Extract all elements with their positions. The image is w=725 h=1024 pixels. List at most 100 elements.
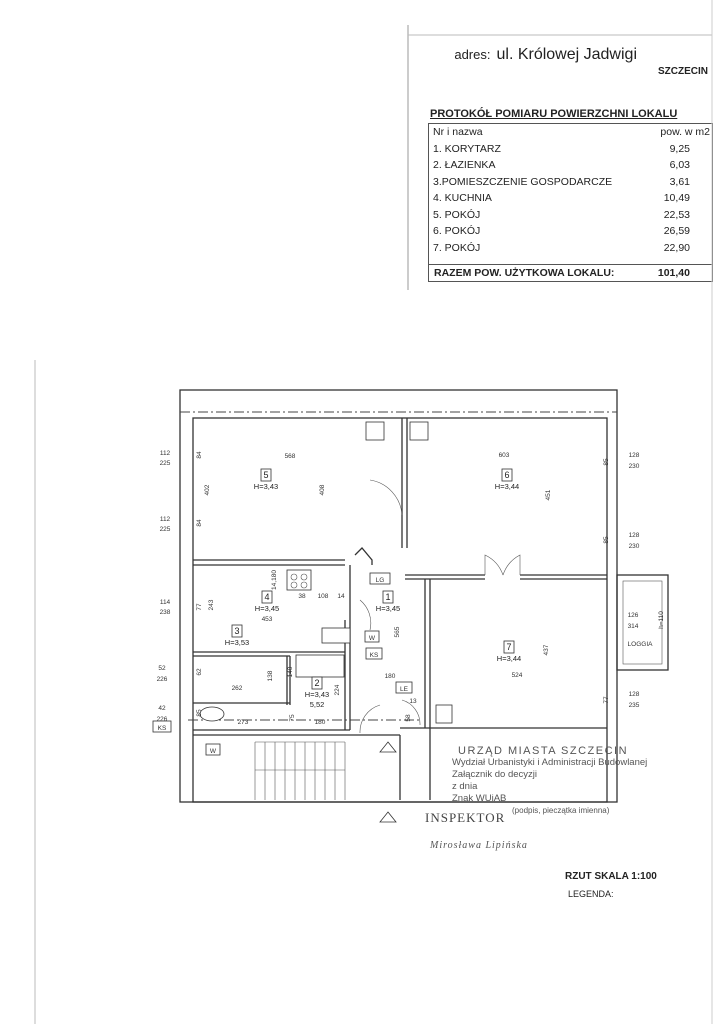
plan-label: 126: [628, 612, 639, 619]
plan-label: KS: [370, 652, 379, 659]
room-name: 5. POKÓJ: [433, 208, 481, 221]
vent-icon: [435, 704, 453, 724]
plan-label: 273: [238, 719, 249, 726]
plan-label: W: [210, 748, 217, 755]
room-area: 22,53: [663, 208, 690, 221]
loggia-inner: [622, 580, 663, 665]
plan-label: LG: [376, 577, 385, 584]
plan-label: 1: [385, 592, 390, 602]
plan-label: 85: [603, 458, 610, 466]
vent-icon: [409, 421, 429, 441]
table-row: 3.POMIESZCZENIE GOSPODARCZE 3,61: [429, 174, 712, 191]
plan-label: h=110: [658, 611, 665, 629]
scale-label: RZUT SKALA 1:100: [565, 871, 657, 882]
plan-label: 75: [289, 714, 296, 722]
plan-label: 524: [512, 672, 523, 679]
plan-label: 7: [506, 642, 511, 652]
bathtub-icon: [295, 654, 345, 678]
room-area: 6,03: [669, 159, 690, 171]
label-box: [369, 572, 391, 585]
plan-label: 4: [264, 592, 269, 602]
table-row: 7. POKÓJ 22,90: [429, 240, 712, 257]
room-area: 26,59: [663, 225, 690, 237]
plan-label: 451: [545, 489, 552, 500]
triangle-marker: [379, 811, 397, 823]
room-name: 7. POKÓJ: [433, 241, 481, 254]
plan-label: H=3,44: [495, 482, 519, 491]
plan-label: 85: [196, 709, 203, 717]
interior-walls: [193, 418, 607, 800]
plan-label: H=3,43: [254, 482, 278, 491]
plan-label: 62: [196, 668, 203, 676]
plan-label: 6: [504, 470, 509, 480]
plan-label: 226: [157, 676, 168, 683]
vent-icon: [365, 421, 385, 441]
plan-label: 408: [319, 484, 326, 495]
loggia-wall: [616, 574, 669, 671]
plan-label: 262: [232, 685, 243, 692]
label-box: [261, 590, 273, 604]
label-box: [501, 468, 513, 482]
inspector-name: Mirosława Lipińska: [430, 840, 528, 851]
plan-label: 224: [334, 684, 341, 695]
plan-label: 112: [160, 450, 171, 457]
label-box: [205, 743, 221, 756]
room-name: 4. KUCHNIA: [433, 192, 492, 204]
stamp: URZĄD MIASTA SZCZECIN Wydział Urbanistyk…: [452, 745, 648, 815]
table-total: RAZEM POW. UŻYTKOWA LOKALU:101,40: [428, 264, 713, 282]
table-row: 5. POKÓJ 22,53: [429, 207, 712, 224]
plan-label: KS: [158, 725, 167, 732]
label-box: [382, 590, 394, 604]
label-box: [311, 676, 323, 690]
plan-label: 84: [196, 451, 203, 459]
plan-label: 402: [204, 484, 211, 495]
room-name: 2. ŁAZIENKA: [433, 159, 496, 171]
plan-label: 180: [385, 673, 396, 680]
stove-icon: [286, 569, 312, 591]
plan-label: 225: [160, 460, 171, 467]
staircase: [254, 741, 346, 800]
room-name: 3.POMIESZCZENIE GOSPODARCZE: [433, 175, 613, 188]
plan-label: 226: [157, 716, 168, 723]
plan-label: 437: [543, 644, 550, 655]
outer-wall: [179, 389, 618, 803]
plan-label: 58: [405, 714, 412, 722]
plan-label: 42: [158, 705, 166, 712]
plan-label: 128: [629, 532, 640, 539]
plan-label: 565: [394, 626, 401, 637]
label-box: [364, 630, 380, 643]
label-box: [231, 624, 243, 638]
plan-label: 140: [287, 666, 294, 677]
plan-label: 85: [603, 536, 610, 544]
inner-wall: [192, 417, 608, 803]
plan-label: LOGGIA: [628, 641, 654, 648]
plan-label: 5,52: [310, 700, 325, 709]
plan-label: 243: [208, 599, 215, 610]
plan-label: H=3,53: [225, 638, 249, 647]
label-box: [395, 681, 413, 694]
plan-label: H=3,45: [255, 604, 279, 613]
plan-label: 14,180: [271, 570, 278, 590]
plan-label: 238: [160, 609, 171, 616]
plan-label: 84: [196, 519, 203, 527]
room-area: 3,61: [669, 175, 690, 188]
plan-label: H=3,43: [305, 690, 329, 699]
plan-label: 38: [298, 593, 306, 600]
room-area: 22,90: [663, 241, 690, 254]
plan-label: 52: [158, 665, 166, 672]
plan-label: 5: [263, 470, 268, 480]
toilet-icon: [199, 706, 225, 722]
plan-label: 235: [629, 702, 640, 709]
plan-label: W: [369, 635, 376, 642]
label-box: [152, 720, 172, 733]
plan-label: 128: [629, 691, 640, 698]
sink-icon: [321, 627, 351, 644]
door-swings: [359, 479, 521, 734]
plan-label: 138: [267, 670, 274, 681]
plan-label: 603: [499, 452, 510, 459]
